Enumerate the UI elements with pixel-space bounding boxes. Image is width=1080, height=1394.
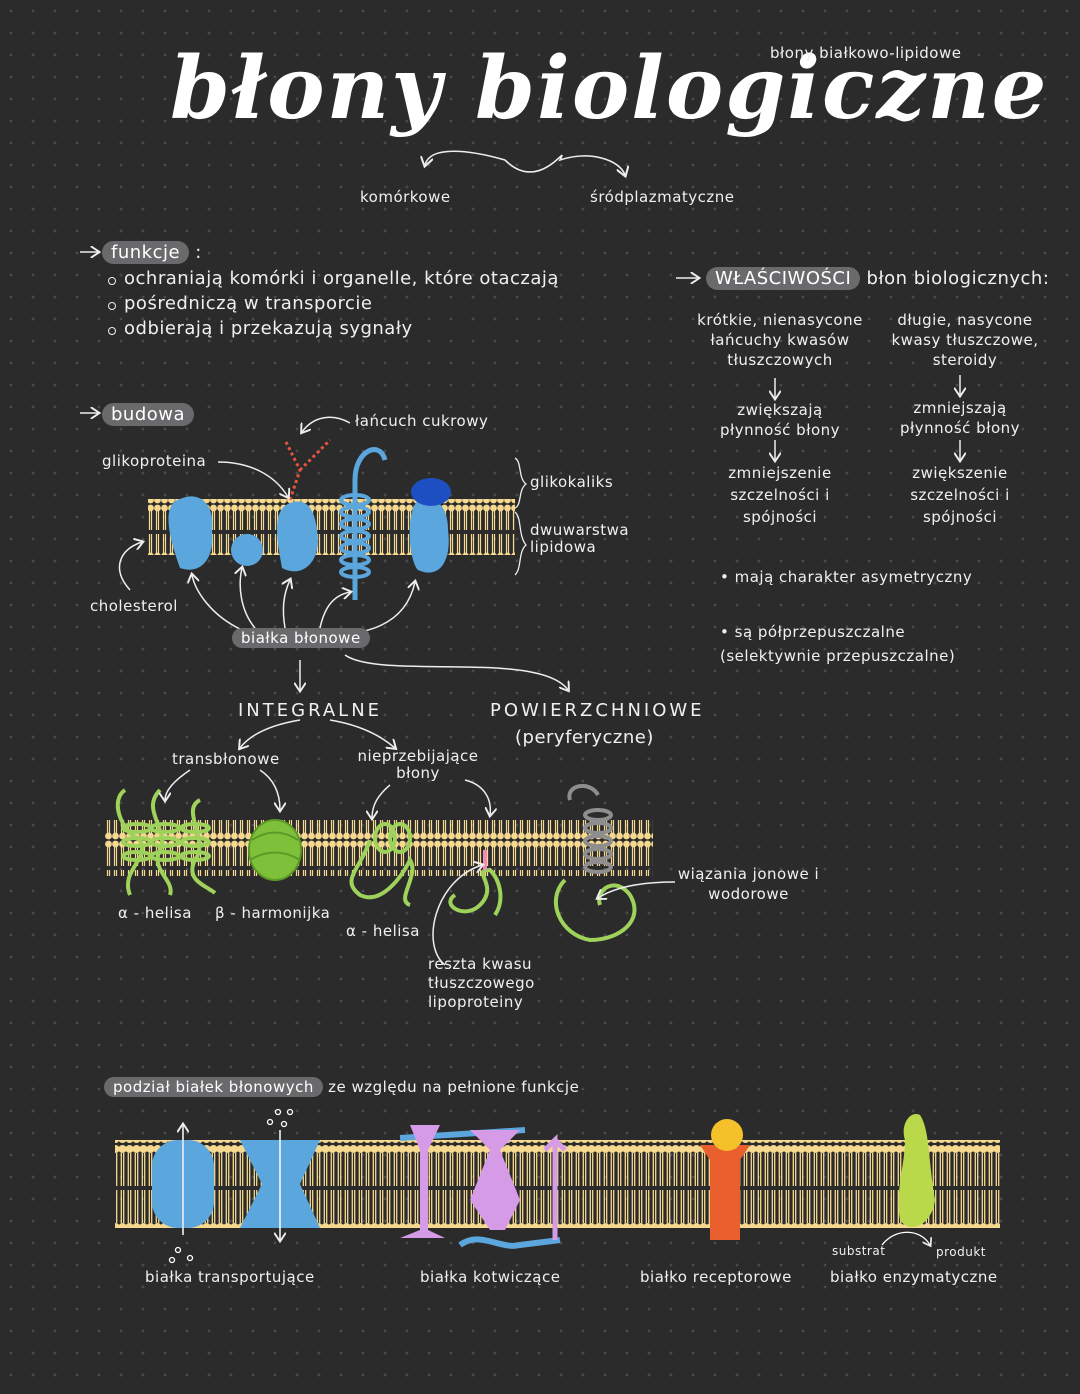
functions-item: odbierają i przekazują sygnały [106, 318, 566, 339]
functions-heading: funkcje : [102, 241, 202, 264]
branch-arrows [425, 150, 625, 175]
property-bullet: • są półprzepuszczalne (selektywnie prze… [720, 623, 956, 665]
division-heading: podział białek błonowych ze względu na p… [104, 1077, 580, 1097]
branch-endomembrane: śródplazmatyczne [590, 188, 735, 206]
property-left-cause: krótkie, nienasycone łańcuchy kwasów tłu… [697, 311, 863, 369]
property-right-effect2: zwiększenie szczelności i spójności [910, 464, 1010, 526]
label-non-penetrating: nieprzebijające błony [357, 747, 479, 782]
label-transport-proteins: białka transportujące [145, 1268, 315, 1286]
label-products: produkt [936, 1245, 987, 1259]
functions-heading-label: funkcje [102, 241, 190, 264]
label-fatty-acid: reszta kwasu tłuszczowego lipoproteiny [428, 955, 535, 1011]
structure-heading: budowa [102, 403, 195, 426]
page-title: błony biologiczne [170, 38, 1049, 139]
label-peripheral: POWIERZCHNIOWE [490, 700, 705, 721]
properties-heading-label: WŁAŚCIWOŚCI [706, 267, 861, 290]
protein-types-membrane [105, 784, 653, 943]
label-substrate: substrat [832, 1244, 886, 1258]
label-alpha-helix-2: α - helisa [346, 922, 420, 940]
properties-arrows [80, 252, 960, 460]
label-alpha-helix: α - helisa [118, 904, 192, 922]
label-membrane-proteins: białka błonowe [232, 628, 370, 648]
branch-cellular: komórkowe [360, 188, 451, 206]
label-bilayer: dwuwarstwa lipidowa [530, 521, 630, 556]
property-left-effect1: zwiększają płynność błony [719, 401, 841, 439]
label-glycocalyx: glikokaliks [530, 473, 614, 491]
page-subtitle: błony białkowo-lipidowe [770, 44, 962, 62]
function-membrane [115, 1108, 1000, 1264]
label-beta-sheet: β - harmonijka [215, 904, 331, 922]
label-cholesterol: cholesterol [90, 597, 178, 615]
label-receptor-protein: białko receptorowe [640, 1268, 792, 1286]
label-glycoprotein: glikoproteina [102, 452, 207, 470]
structure-membrane [148, 438, 515, 600]
functions-list: ochraniają komórki i organelle, które ot… [106, 268, 566, 343]
division-heading-label: podział białek błonowych [104, 1077, 323, 1097]
structure-arrows [118, 416, 568, 690]
label-peripheral-note: (peryferyczne) [515, 727, 654, 748]
property-right-cause: długie, nasycone kwasy tłuszczowe, stero… [891, 311, 1039, 369]
label-bonds: wiązania jonowe i wodorowe [677, 865, 820, 903]
label-sugar-chain: łańcuch cukrowy [355, 412, 489, 430]
membrane-proteins-pill: białka błonowe [232, 628, 370, 648]
property-bullet-text: mają charakter asymetryczny [734, 568, 973, 586]
property-left-effect2: zmniejszenie szczelności i spójności [728, 464, 832, 526]
label-enzymatic-protein: białko enzymatyczne [830, 1268, 998, 1286]
label-integral: INTEGRALNE [238, 700, 383, 721]
division-heading-rest: ze względu na pełnione funkcje [328, 1078, 580, 1096]
protein-types-arrows [165, 719, 676, 966]
functions-item: ochraniają komórki i organelle, które ot… [106, 268, 566, 289]
functions-item: pośredniczą w transporcie [106, 293, 566, 314]
label-anchoring-proteins: białka kotwiczące [420, 1268, 561, 1286]
property-right-effect1: zmniejszają płynność błony [899, 399, 1021, 437]
property-bullet: • mają charakter asymetryczny [720, 568, 973, 586]
structure-heading-label: budowa [102, 403, 195, 426]
label-transmembrane: transbłonowe [172, 750, 280, 768]
properties-heading-rest: błon biologicznych: [866, 268, 1050, 289]
property-bullet-text: są półprzepuszczalne (selektywnie przepu… [720, 623, 956, 665]
properties-heading: WŁAŚCIWOŚCI błon biologicznych: [706, 267, 1050, 290]
